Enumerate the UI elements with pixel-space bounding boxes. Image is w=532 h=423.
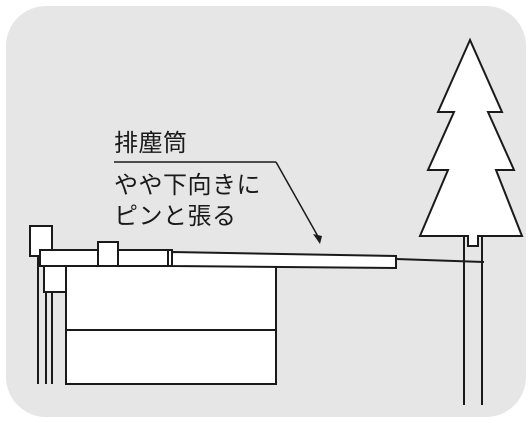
leader-line [114,161,321,241]
instruction-line-2: ピンと張る [114,202,237,230]
instruction-line-1: やや下向きに [114,171,261,199]
tree [418,37,524,405]
tension-wire [395,258,485,263]
machine-body [65,265,277,385]
exhaust-duct [171,250,397,270]
duct-label: 排塵筒 [114,129,188,157]
leader-arrowhead [313,234,322,244]
